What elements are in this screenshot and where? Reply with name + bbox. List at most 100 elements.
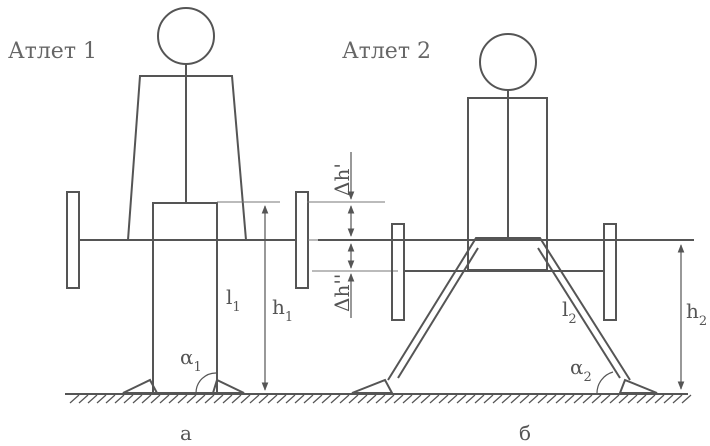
ground-hatch-line [402, 394, 413, 404]
ground-hatch-line [177, 394, 188, 404]
ground-hatch-line [240, 394, 251, 404]
ground-hatch-line [195, 394, 206, 404]
ground-hatch-line [573, 394, 584, 404]
ground-hatch-line [375, 394, 386, 404]
caption-b: б [519, 421, 531, 445]
ground-hatch-line [267, 394, 278, 404]
ground-hatch-line [348, 394, 359, 404]
ground-hatch-line [204, 394, 215, 404]
label-h1: h1 [272, 295, 293, 325]
ground-hatch-line [438, 394, 449, 404]
athlete1-plate-left [66, 191, 80, 289]
ground-hatch-line [339, 394, 350, 404]
label-alpha2: α2 [570, 355, 592, 385]
angle-arc-alpha1 [195, 372, 218, 394]
ground-hatch-line [87, 394, 98, 404]
ground-hatch-line [510, 394, 521, 404]
ground-hatch-line [456, 394, 467, 404]
athlete2-figure [318, 33, 694, 394]
label-delta-h-prime: Δh' [330, 163, 354, 196]
ground-hatch-line [681, 394, 692, 404]
ground-hatch-line [276, 394, 287, 404]
ground-hatch-line [519, 394, 530, 404]
ground-hatch-line [150, 394, 161, 404]
ground-hatch-line [420, 394, 431, 404]
ground-hatch-line [501, 394, 512, 404]
angle-arc-alpha2 [596, 371, 614, 394]
ground-hatch-line [69, 394, 80, 404]
ground-hatch-line [168, 394, 179, 404]
ground-hatch-line [555, 394, 566, 404]
ground-hatch-line [618, 394, 629, 404]
label-alpha1: α1 [180, 345, 202, 375]
ground [65, 393, 692, 404]
ground-hatch-line [447, 394, 458, 404]
ground-hatch-line [213, 394, 224, 404]
athlete2-head [479, 33, 537, 91]
ground-hatch-line [366, 394, 377, 404]
athlete2-foot-right [618, 378, 658, 394]
ground-hatch-line [123, 394, 134, 404]
label-l1: l1 [226, 285, 241, 315]
ground-hatch-line [222, 394, 233, 404]
ground-hatch-line [321, 394, 332, 404]
ground-hatch-line [285, 394, 296, 404]
ground-hatch-line [105, 394, 116, 404]
ground-hatch-line [537, 394, 548, 404]
ground-hatch-line [492, 394, 503, 404]
athlete1-title: Атлет 1 [8, 39, 97, 64]
athlete1-head [157, 7, 215, 65]
ground-hatch-line [600, 394, 611, 404]
ground-hatch-line [330, 394, 341, 404]
athlete2-plate-right [603, 223, 617, 321]
ground-hatch-line [78, 394, 89, 404]
athlete2-plate-left [391, 223, 405, 321]
ground-hatch-line [627, 394, 638, 404]
ground-hatch-line [663, 394, 674, 404]
ground-hatch-line [483, 394, 494, 404]
athlete2-title: Атлет 2 [342, 39, 431, 64]
ground-hatch-line [564, 394, 575, 404]
ground-hatch-line [312, 394, 323, 404]
ground-hatch-line [159, 394, 170, 404]
ground-hatch-line [357, 394, 368, 404]
athlete1-torso [127, 75, 247, 241]
ground-hatch-line [591, 394, 602, 404]
ground-hatch-line [429, 394, 440, 404]
athlete1-foot-left [122, 378, 159, 394]
ground-hatch-line [132, 394, 143, 404]
label-l2: l2 [562, 297, 577, 327]
ground-hatch-line [141, 394, 152, 404]
ground-hatch-line [546, 394, 557, 404]
ground-hatch-line [528, 394, 539, 404]
ground-hatch-line [249, 394, 260, 404]
ground-hatch-line [384, 394, 395, 404]
athlete1-legs [152, 202, 218, 394]
ground-hatch-line [186, 394, 197, 404]
ground-hatch-line [231, 394, 242, 404]
athlete1-plate-right [295, 191, 309, 289]
ground-hatch-line [393, 394, 404, 404]
ground-hatch-line [294, 394, 305, 404]
ground-hatch-line [474, 394, 485, 404]
athlete1-foot-right [211, 378, 245, 394]
athlete1-figure [66, 7, 309, 394]
ground-hatch-line [96, 394, 107, 404]
ground-hatch-line [582, 394, 593, 404]
athlete2-legs [387, 237, 631, 381]
ground-hatch-line [258, 394, 269, 404]
ground-hatch-line [645, 394, 656, 404]
ground-hatch-line [411, 394, 422, 404]
caption-a: а [180, 421, 192, 445]
label-delta-h-double-prime: Δh'' [330, 274, 354, 312]
ground-hatch-line [609, 394, 620, 404]
label-h2: h2 [686, 299, 707, 329]
ground-hatch-line [672, 394, 683, 404]
ground-hatch-line [636, 394, 647, 404]
ground-hatch-line [654, 394, 665, 404]
athlete2-foot-left [351, 378, 394, 394]
ground-hatch-line [114, 394, 125, 404]
ground-hatch-line [303, 394, 314, 404]
ground-hatch-line [465, 394, 476, 404]
